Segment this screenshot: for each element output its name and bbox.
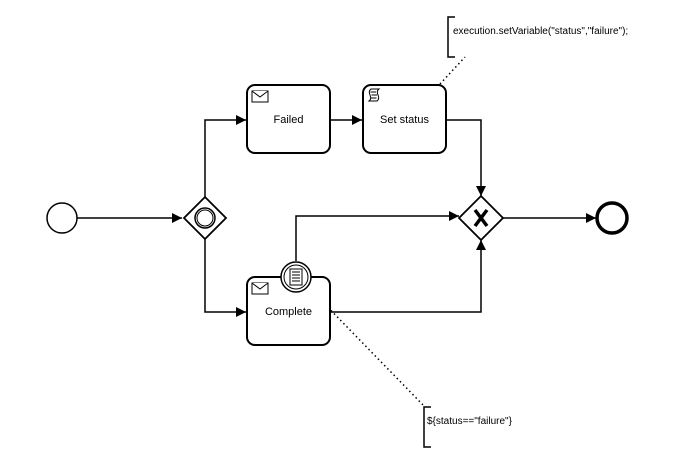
task-complete-label: Complete xyxy=(265,306,312,318)
end-event[interactable] xyxy=(595,201,629,235)
task-set-status[interactable]: Set status xyxy=(362,84,447,154)
annotation-condition[interactable]: ${status=="failure"} xyxy=(423,406,513,448)
flow-set-status-to-join[interactable] xyxy=(446,119,486,196)
task-complete[interactable]: Complete xyxy=(246,276,331,346)
envelope-icon xyxy=(251,90,269,103)
document-icon xyxy=(289,268,303,286)
script-icon xyxy=(367,88,381,102)
start-event[interactable] xyxy=(46,202,78,234)
task-set-status-label: Set status xyxy=(380,114,429,126)
flow-boundary-to-join[interactable] xyxy=(295,211,459,261)
envelope-icon xyxy=(251,282,269,295)
conditional-boundary-event[interactable] xyxy=(280,261,312,293)
annotation-script-text: execution.setVariable("status","failure"… xyxy=(453,26,628,37)
sequence-flows xyxy=(77,115,596,317)
task-failed-label: Failed xyxy=(274,114,304,126)
x-marker-icon xyxy=(473,208,489,228)
flow-complete-to-join[interactable] xyxy=(330,240,486,313)
gateway-inner-circle-icon xyxy=(196,209,214,227)
annotation-script[interactable]: execution.setVariable("status","failure"… xyxy=(447,16,628,58)
gateway-outer-circle-icon xyxy=(194,207,216,229)
flow-split-to-complete[interactable] xyxy=(204,238,246,317)
exclusive-gateway[interactable] xyxy=(457,194,505,242)
association-script-annotation xyxy=(439,56,466,85)
associations xyxy=(311,56,466,408)
event-based-gateway[interactable] xyxy=(182,195,228,241)
task-failed[interactable]: Failed xyxy=(246,84,331,154)
flow-split-to-failed[interactable] xyxy=(204,115,246,198)
annotation-condition-text: ${status=="failure"} xyxy=(427,416,513,427)
